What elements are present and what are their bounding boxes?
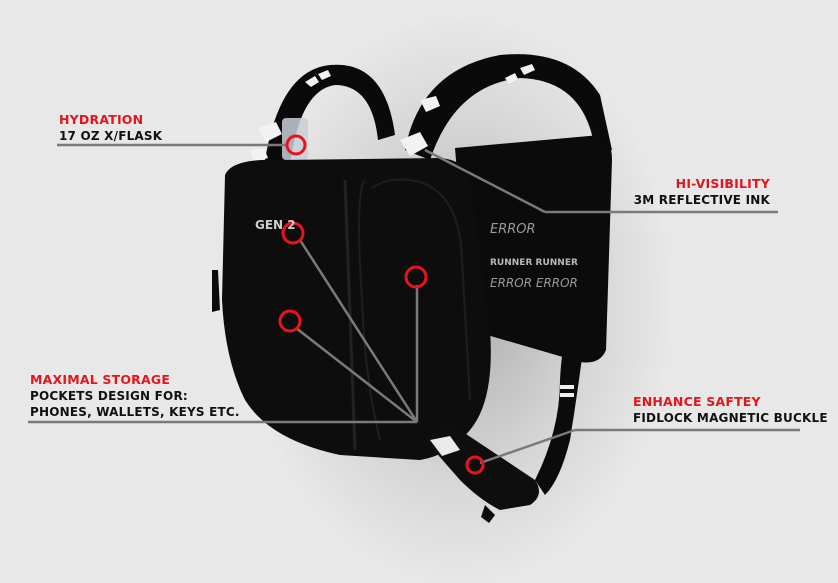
callout-hi-visibility-detail: 3M REFLECTIVE INK	[633, 193, 770, 207]
back-panel-text-1: ERROR	[490, 222, 536, 237]
callout-markers	[278, 134, 485, 475]
callout-storage-detail-1: POCKETS DESIGN FOR:	[30, 389, 188, 403]
callout-storage-detail-2: PHONES, WALLETS, KEYS ETC.	[30, 405, 240, 419]
left-shoulder-strap	[265, 64, 395, 165]
callout-hydration-detail: 17 OZ X/FLASK	[59, 129, 163, 143]
back-panel	[455, 135, 612, 363]
callout-hydration-title: HYDRATION	[59, 112, 144, 127]
callout-storage-title: MAXIMAL STORAGE	[30, 372, 171, 387]
callout-safety-detail: FIDLOCK MAGNETIC BUCKLE	[633, 411, 828, 425]
marker-storage-top	[281, 221, 305, 245]
marker-storage-right	[404, 265, 428, 289]
marker-storage-bottom	[278, 309, 302, 333]
marker-buckle	[465, 455, 485, 475]
callout-safety-title: ENHANCE SAFTEY	[633, 394, 761, 409]
marker-hydration	[285, 134, 307, 156]
back-panel-text-2: RUNNER RUNNER	[490, 258, 578, 268]
pack-logo: GEN 2	[255, 218, 296, 232]
callout-lines	[28, 143, 800, 465]
right-shoulder-strap	[405, 54, 612, 161]
back-panel-text-3: ERROR ERROR	[490, 276, 578, 290]
callout-hi-visibility: HI-VISIBILITY 3M REFLECTIVE INK	[634, 176, 770, 208]
callout-hi-visibility-title: HI-VISIBILITY	[675, 176, 770, 191]
pack-body	[222, 158, 491, 460]
callout-hydration: HYDRATION 17 OZ X/FLASK	[59, 112, 162, 144]
callout-safety: ENHANCE SAFTEY FIDLOCK MAGNETIC BUCKLE	[633, 394, 828, 426]
callout-storage: MAXIMAL STORAGE POCKETS DESIGN FOR: PHON…	[30, 372, 240, 420]
